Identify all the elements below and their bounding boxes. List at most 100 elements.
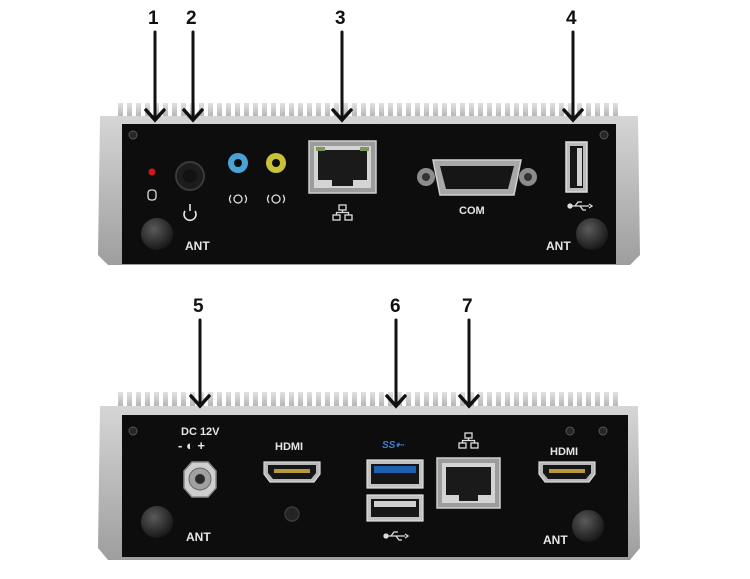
heat-sink-fin	[559, 103, 564, 118]
ant-label-front-right: ANT	[546, 239, 571, 253]
hdmi-label-right: HDMI	[550, 446, 579, 458]
heat-sink-fin	[118, 392, 123, 408]
audio-jack-rear	[284, 506, 300, 522]
heat-sink-fin	[334, 392, 339, 408]
heat-sink-fin	[487, 103, 492, 118]
heat-sink-fin	[235, 103, 240, 118]
heat-sink-fin	[568, 103, 573, 118]
heat-sink-fin	[469, 392, 474, 408]
heat-sink-fin	[550, 392, 555, 408]
heat-sink-fin	[280, 392, 285, 408]
heat-sink-fin	[514, 392, 519, 408]
heat-sink-fin	[361, 103, 366, 118]
dc-label: DC 12V	[181, 426, 220, 438]
heat-sink-fin	[226, 103, 231, 118]
heat-sink-fin	[289, 103, 294, 118]
heat-sink-fin	[307, 392, 312, 408]
heat-sink-fin	[244, 103, 249, 118]
heat-sink-fin	[514, 103, 519, 118]
heat-sink-fin	[163, 392, 168, 408]
screw	[128, 130, 138, 140]
heat-sink-fin	[181, 392, 186, 408]
usb3-label: SS⇠	[382, 440, 404, 451]
com-port	[417, 159, 537, 196]
callout-3: 3	[335, 8, 346, 29]
heat-sink-fin	[505, 103, 510, 118]
callout-2: 2	[186, 8, 197, 29]
callout-5: 5	[193, 296, 204, 317]
heat-sink-fin	[325, 103, 330, 118]
heat-sink-fin	[334, 103, 339, 118]
heat-sink-fin	[613, 103, 618, 118]
heat-sink-fin	[469, 103, 474, 118]
heat-sink-fin	[433, 392, 438, 408]
heat-sink-fin	[145, 392, 150, 408]
heat-sink-fin	[532, 392, 537, 408]
usb-icon-front	[567, 201, 594, 211]
heat-sink-fin	[262, 103, 267, 118]
callout-4: 4	[566, 8, 577, 29]
heat-sink-fin	[433, 103, 438, 118]
rear-panel	[98, 392, 640, 560]
heat-sink-fin	[262, 392, 267, 408]
polarity-label: - ◐ +	[178, 438, 205, 453]
heat-sink-fin	[217, 103, 222, 118]
heat-sink-fin	[289, 392, 294, 408]
heat-sink-fin	[235, 392, 240, 408]
hdmi-port-right	[538, 461, 596, 483]
heat-sink-fin	[127, 392, 132, 408]
heat-sink-fin	[343, 392, 348, 408]
heat-sink-fin	[325, 392, 330, 408]
heat-sink-fin	[523, 103, 528, 118]
heat-sink-fin	[316, 392, 321, 408]
heat-sink-fin	[370, 103, 375, 118]
heat-sink-fin	[424, 392, 429, 408]
heat-sink-fin	[316, 103, 321, 118]
dc-jack	[183, 461, 217, 498]
heat-sink-fin	[298, 103, 303, 118]
heat-sink-fin	[343, 103, 348, 118]
heat-sink-fin	[352, 392, 357, 408]
heat-sink-fin	[379, 392, 384, 408]
heat-sink-fin	[442, 103, 447, 118]
hdd-led	[148, 168, 156, 176]
heat-sink-fin	[487, 392, 492, 408]
heat-sink-fin	[172, 392, 177, 408]
heat-sink-fin	[577, 392, 582, 408]
heat-sink-fin	[226, 392, 231, 408]
heat-sink-fin	[271, 392, 276, 408]
heat-sink-fin	[613, 392, 618, 408]
heat-sink-fin	[352, 103, 357, 118]
ant-label-rear-left: ANT	[186, 530, 211, 544]
heat-sink-fin	[298, 392, 303, 408]
ant-label-front-left: ANT	[185, 239, 210, 253]
usb-icon-rear	[383, 531, 410, 541]
heat-sink-fin	[415, 103, 420, 118]
heat-sink-fin	[451, 103, 456, 118]
heat-sink-fin	[586, 392, 591, 408]
heat-sink-fin	[496, 392, 501, 408]
screw	[599, 130, 609, 140]
heat-sink-fin	[595, 103, 600, 118]
heat-sink-fin	[388, 103, 393, 118]
heat-sink-fin	[253, 103, 258, 118]
heat-sink-fin	[118, 103, 123, 118]
heat-sink-fin	[406, 392, 411, 408]
heat-sink-fin	[568, 392, 573, 408]
screw	[598, 426, 608, 436]
heat-sink-fin	[154, 392, 159, 408]
heat-sink-fin	[496, 103, 501, 118]
heat-sink-fin	[136, 392, 141, 408]
callout-6: 6	[390, 296, 401, 317]
audio-icon-2	[266, 194, 286, 204]
ant-label-rear-right: ANT	[543, 533, 568, 547]
heat-sink-fin	[595, 392, 600, 408]
heat-sink-fin	[136, 103, 141, 118]
heat-sink-fin	[460, 103, 465, 118]
callout-arrows	[144, 30, 584, 409]
antenna-knob-rear-left	[141, 506, 173, 538]
hdd-icon	[147, 189, 157, 201]
heat-sink-fin	[604, 103, 609, 118]
heat-sink-fin	[424, 103, 429, 118]
